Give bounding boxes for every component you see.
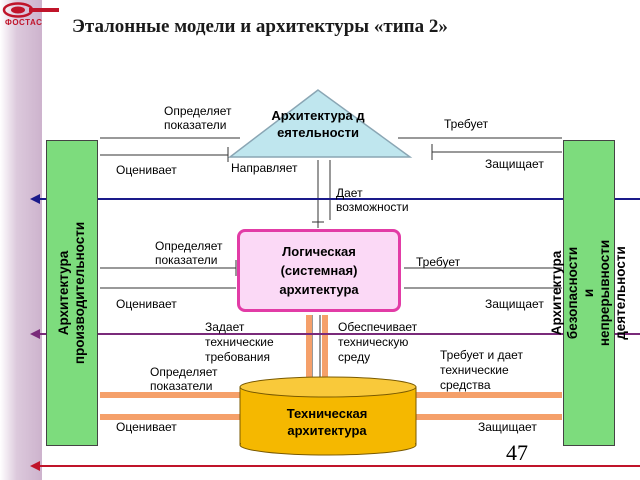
business-architecture-label: Архитектура деятельности: [271, 108, 365, 140]
label-mid-requires: Требует: [416, 255, 461, 269]
technical-architecture-cylinder: [239, 376, 417, 456]
vertical-bottom-connector: [311, 315, 321, 380]
label-top-defines: Определяет показатели: [164, 104, 232, 132]
left-decorative-strip: [0, 0, 42, 480]
requirements-connector-bar: [306, 315, 312, 381]
label-gives-opportunities: Дает возможности: [336, 186, 409, 214]
performance-architecture-box: Архитектура производительности: [46, 140, 98, 446]
page-title: Эталонные модели и архитектуры «типа 2»: [72, 16, 448, 37]
cross-arrow-red: [30, 461, 640, 471]
logo-emblem-icon: [2, 2, 59, 18]
vertical-top-connector: [312, 160, 331, 228]
bottom-row-lines: [100, 392, 562, 420]
performance-architecture-label: Архитектура производительности: [56, 221, 87, 365]
middle-row-lines: [100, 260, 562, 289]
cross-arrow-purple: [30, 329, 640, 339]
label-bottom-evaluates: Оценивает: [116, 420, 177, 434]
label-top-requires: Требует: [444, 117, 489, 131]
label-sets-requirements: Задает технические требования: [205, 320, 274, 364]
security-continuity-architecture-label: Архитектура безопасности и непрерывности…: [549, 239, 628, 347]
label-top-evaluates: Оценивает: [116, 163, 177, 177]
label-bottom-defines: Определяет показатели: [150, 365, 218, 393]
label-mid-protects: Защищает: [485, 297, 544, 311]
cross-arrow-navy: [30, 194, 640, 204]
logical-architecture-label: Логическая (системная) архитектура: [279, 244, 359, 297]
label-bottom-protects: Защищает: [478, 420, 537, 434]
label-top-protects: Защищает: [485, 157, 544, 171]
fostas-logo: ФОСТАС: [2, 2, 62, 28]
business-architecture-triangle: [227, 89, 413, 158]
logo-text: ФОСТАС: [5, 18, 43, 27]
page-number: 47: [506, 440, 528, 465]
label-mid-evaluates: Оценивает: [116, 297, 177, 311]
label-mid-defines: Определяет показатели: [155, 239, 223, 267]
label-bottom-requires: Требует и дает технические средства: [440, 348, 523, 392]
label-top-directs: Направляет: [231, 161, 298, 175]
logical-architecture-box: Логическая (системная) архитектура: [237, 229, 401, 312]
top-row-lines: [100, 137, 562, 162]
security-continuity-architecture-box: Архитектура безопасности и непрерывности…: [549, 140, 628, 446]
label-provides-environment: Обеспечивает техническую среду: [338, 320, 418, 364]
environment-connector-bar: [322, 315, 328, 381]
technical-architecture-label: Техническая архитектура: [286, 406, 368, 438]
